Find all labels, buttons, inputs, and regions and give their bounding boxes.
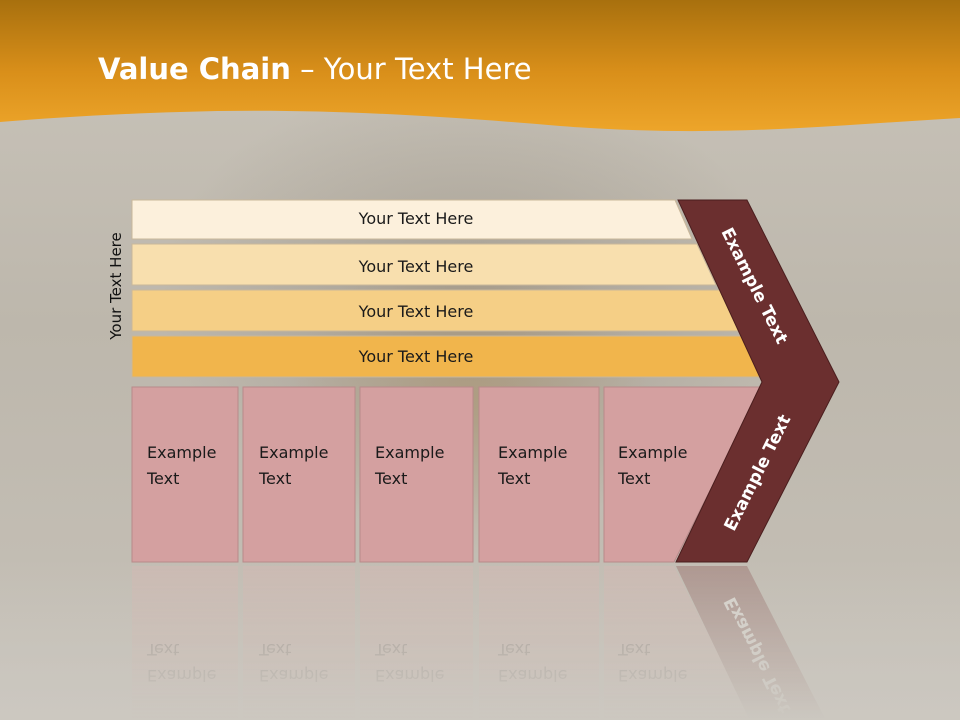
reflection-block-1-line1: Example [147,666,216,685]
reflection-block-3-line2: Text [374,640,407,659]
block-2-line2: Text [258,469,291,488]
reflection: Example Text Example Text Example Text E… [132,566,826,720]
block-5-line1: Example [618,443,687,462]
title-bold: Value Chain [98,52,291,86]
title-rest: – Your Text Here [290,52,532,86]
header-banner [0,0,960,132]
row-3-label: Your Text Here [358,302,474,321]
reflection-block-2-line2: Text [258,640,291,659]
reflection-block-1-line2: Text [146,640,179,659]
reflection-block-4-line2: Text [497,640,530,659]
block-1 [131,386,239,563]
block-3-line2: Text [374,469,407,488]
reflection-chevron [676,566,826,720]
block-4-line1: Example [498,443,567,462]
row-1-label: Your Text Here [358,209,474,228]
page-title: Value Chain – Your Text Here [98,52,532,86]
reflection-block-3-line1: Example [375,666,444,685]
reflection-block-3 [360,566,473,720]
support-rows: Your Text Here Your Text Here Your Text … [131,199,764,378]
reflection-block-2-line1: Example [259,666,328,685]
block-1-line2: Text [146,469,179,488]
row-2-label: Your Text Here [358,257,474,276]
primary-blocks: Example Text Example Text Example Text E… [131,386,763,563]
reflection-block-4-line1: Example [498,666,567,685]
block-4 [478,386,600,563]
block-4-line2: Text [497,469,530,488]
block-3 [359,386,474,563]
block-5 [603,386,763,563]
block-3-line1: Example [375,443,444,462]
chevron-shape [675,199,840,563]
block-5-line2: Text [617,469,650,488]
row-1 [131,199,693,240]
reflection-block-5 [604,566,752,720]
reflection-block-5-line1: Example [618,666,687,685]
block-2 [242,386,356,563]
reflection-block-2 [243,566,355,720]
block-1-line1: Example [147,443,216,462]
reflection-block-5-line2: Text [617,640,650,659]
reflection-block-1 [132,566,238,720]
row-2 [131,243,717,286]
block-2-line1: Example [259,443,328,462]
reflection-block-4 [479,566,599,720]
row-4-label: Your Text Here [358,347,474,366]
